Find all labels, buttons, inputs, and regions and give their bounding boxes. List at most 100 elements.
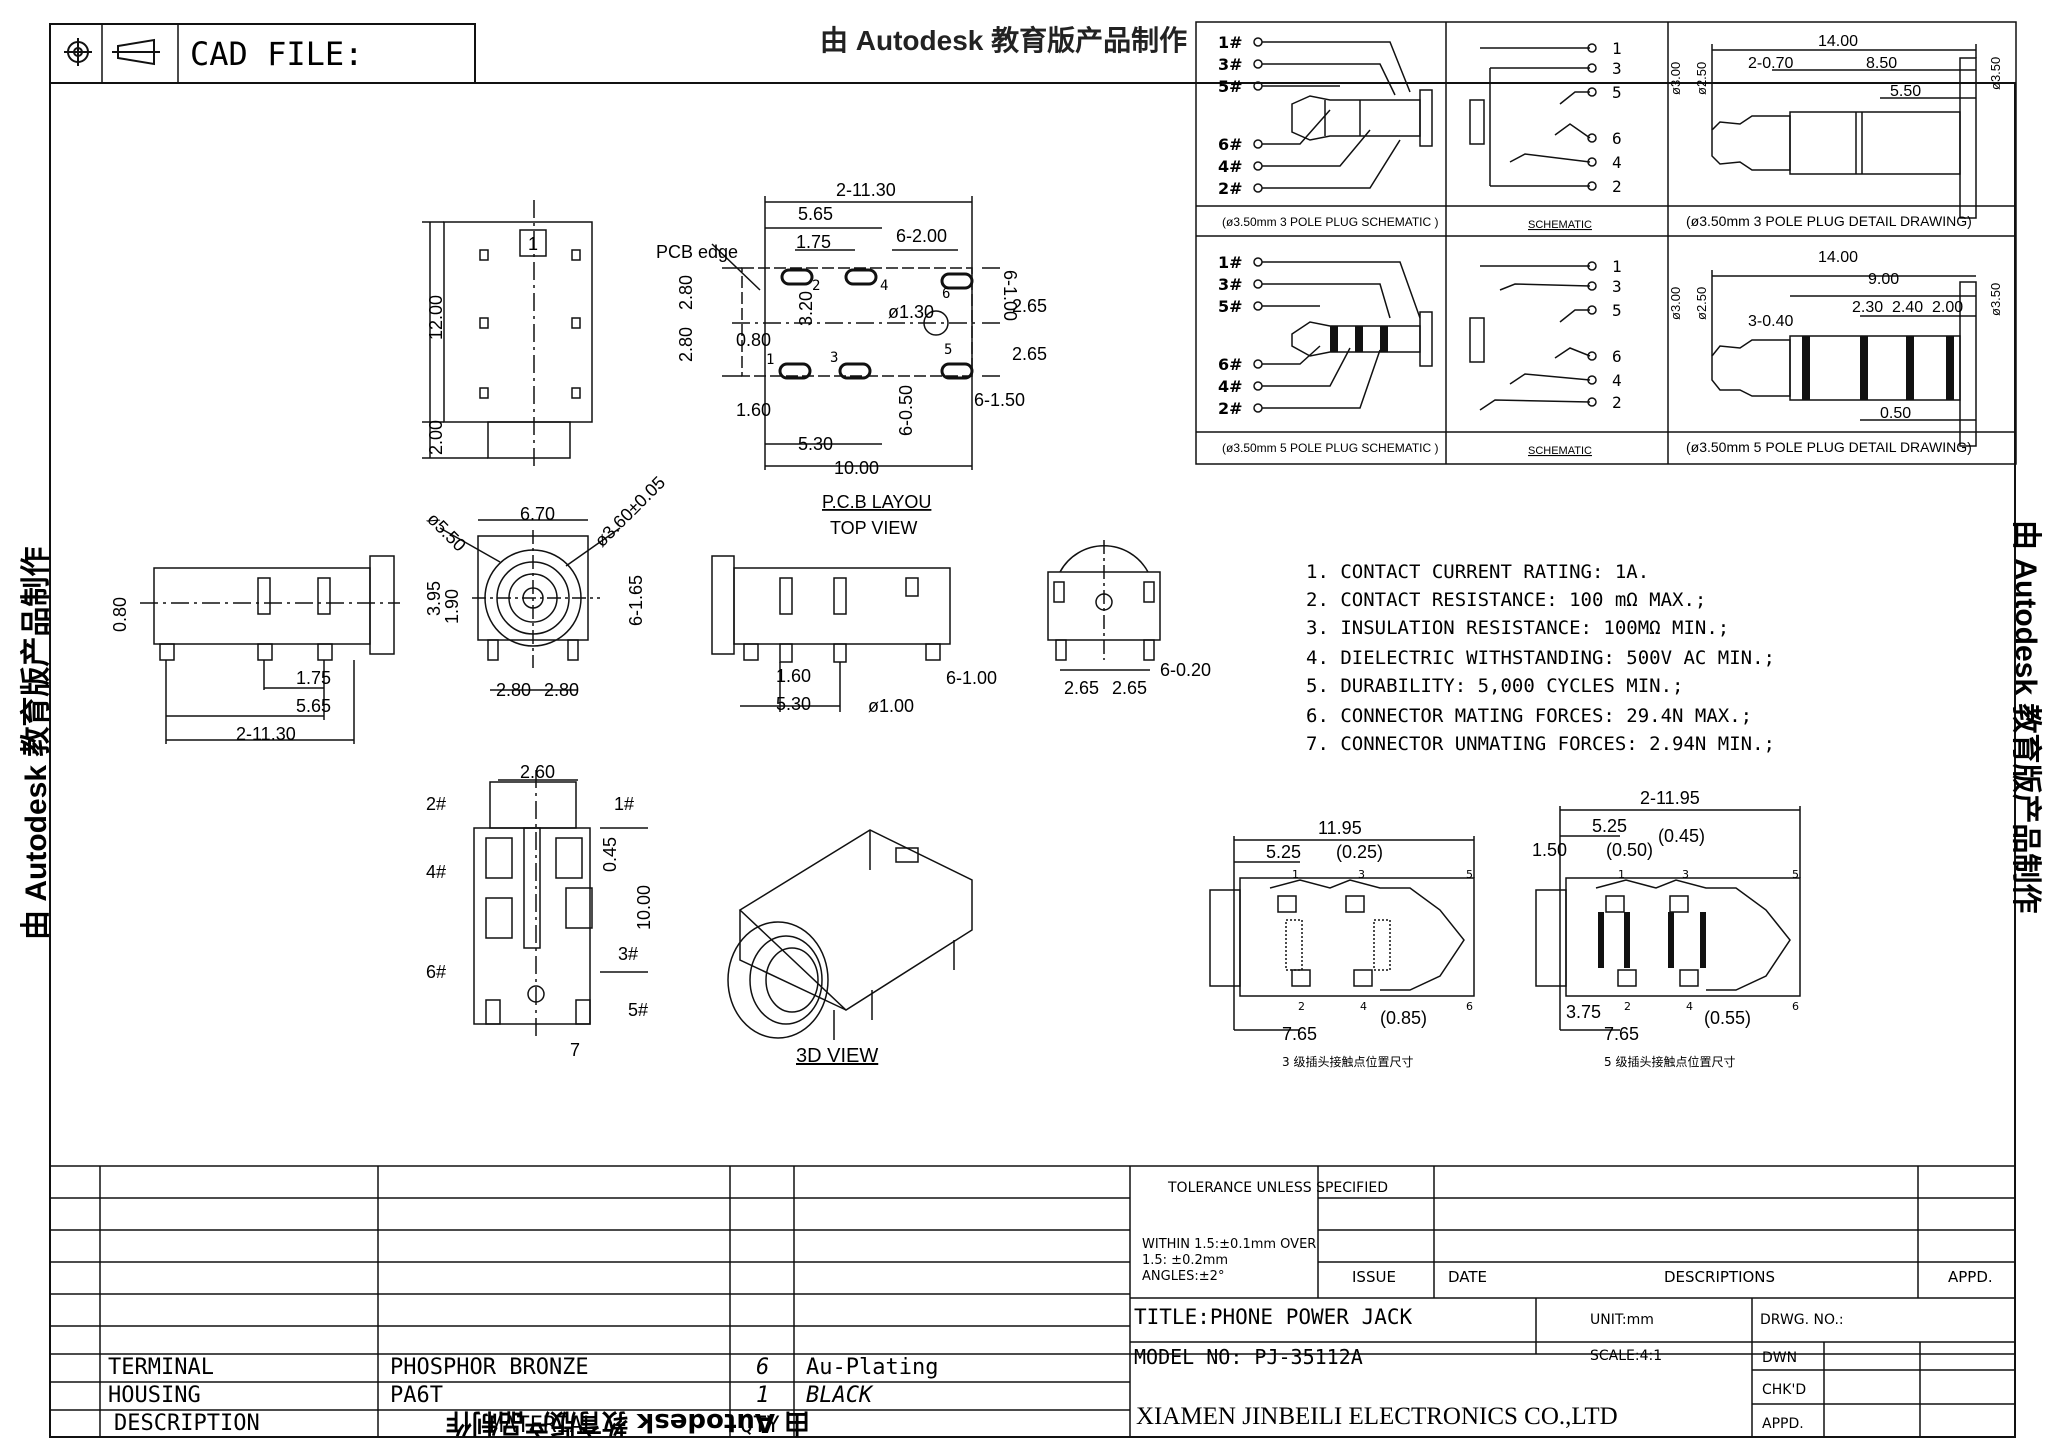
svg-text:1. CONTACT CURRENT RATING:: 1. CONTACT CURRENT RATING: 1A. — [1306, 561, 1649, 583]
section-5pole — [1535, 806, 1801, 1031]
svg-text:BLACK: BLACK — [806, 1383, 874, 1408]
svg-text:5#: 5# — [628, 1000, 648, 1020]
svg-text:ø1.30: ø1.30 — [888, 302, 934, 322]
svg-text:1.5: ±0.2mm: 1.5: ±0.2mm — [1142, 1253, 1228, 1268]
view-3d — [727, 829, 973, 1040]
svg-text:2-11.95: 2-11.95 — [1640, 788, 1700, 808]
svg-text:ø5.50: ø5.50 — [423, 509, 470, 556]
svg-text:4#: 4# — [1218, 157, 1243, 176]
svg-text:1.60: 1.60 — [776, 666, 811, 686]
svg-text:2#: 2# — [426, 794, 446, 814]
svg-text:2.80: 2.80 — [496, 680, 531, 700]
svg-text:8.50: 8.50 — [1866, 55, 1897, 72]
front-view-dims: 6.70 ø5.50 ø3.60±0.05 3.95 1.90 6-1.65 2… — [423, 472, 669, 700]
svg-text:1.75: 1.75 — [796, 232, 831, 252]
bottom-view — [473, 770, 648, 1040]
svg-text:3#: 3# — [618, 944, 638, 964]
svg-text:5.65: 5.65 — [798, 204, 833, 224]
side-view-2-dims: 1.60 5.30 ø1.00 6-1.00 — [776, 666, 997, 716]
svg-text:5: 5 — [944, 342, 952, 358]
svg-text:2.40: 2.40 — [1892, 299, 1923, 316]
circuit-5pole-schematic: 1 3 5 6 4 2 SCHEMATIC — [1469, 257, 1622, 457]
svg-text:5: 5 — [1612, 83, 1622, 102]
svg-text:7. CONNECTOR UNMATING FORCE: 7. CONNECTOR UNMATING FORCES: 2.94N MIN.… — [1306, 733, 1775, 755]
svg-text:1: 1 — [756, 1383, 769, 1408]
svg-text:(0.55): (0.55) — [1704, 1008, 1751, 1028]
svg-text:PCB edge: PCB edge — [656, 242, 738, 262]
plug-3pole-schematic: 1# 3# 5# 6# 4# 2# (ø3.50mm 3 POLE PLUG S… — [1218, 33, 1439, 229]
title-block-grid — [50, 1165, 2015, 1437]
svg-text:1: 1 — [1612, 39, 1622, 58]
svg-text:2.00: 2.00 — [426, 420, 446, 455]
svg-text:7.65: 7.65 — [1282, 1024, 1317, 1044]
svg-text:2: 2 — [1612, 393, 1622, 412]
svg-text:2-11.30: 2-11.30 — [236, 724, 296, 744]
svg-text:QTY: QTY — [740, 1413, 780, 1438]
svg-text:4: 4 — [1360, 1000, 1367, 1013]
svg-text:6-2.00: 6-2.00 — [896, 226, 947, 246]
svg-text:2: 2 — [1624, 1000, 1631, 1013]
svg-text:0.80: 0.80 — [736, 330, 771, 350]
svg-text:1#: 1# — [1218, 33, 1243, 52]
svg-text:2. CONTACT RESISTANCE: 100: 2. CONTACT RESISTANCE: 100 mΩ MAX.; — [1306, 589, 1706, 611]
svg-text:1: 1 — [1292, 868, 1299, 881]
svg-text:PHOSPHOR BRONZE: PHOSPHOR BRONZE — [390, 1355, 589, 1380]
section-3pole-pins: 1 3 5 2 4 6 — [1292, 868, 1473, 1013]
svg-text:5#: 5# — [1218, 297, 1243, 316]
svg-text:14.00: 14.00 — [1818, 249, 1858, 266]
pcb-pads — [778, 268, 974, 380]
svg-text:5: 5 — [1466, 868, 1473, 881]
watermark-right: 由 Autodesk 教育版产品制作 — [2009, 520, 2043, 913]
svg-text:2.80: 2.80 — [676, 275, 696, 310]
svg-text:3. INSULATION RESISTANCE: 1: 3. INSULATION RESISTANCE: 100MΩ MIN.; — [1306, 617, 1729, 639]
svg-text:2.80: 2.80 — [676, 327, 696, 362]
svg-text:MODEL NO: PJ-35112A: MODEL NO: PJ-35112A — [1134, 1345, 1363, 1369]
cad-header-box — [49, 23, 476, 84]
svg-text:6-1.00: 6-1.00 — [946, 668, 997, 688]
svg-text:5: 5 — [1612, 301, 1622, 320]
svg-text:10.00: 10.00 — [834, 458, 879, 478]
plug-3pole-detail: 14.00 2-0.70 8.50 5.50 ø3.00 ø2.50 ø3.50… — [1668, 33, 2003, 229]
svg-text:ø3.00: ø3.00 — [1668, 287, 1683, 320]
svg-text:UNIT:mm: UNIT:mm — [1590, 1312, 1654, 1328]
svg-text:7: 7 — [570, 1040, 580, 1060]
svg-text:1.90: 1.90 — [442, 589, 462, 624]
svg-text:6-1.50: 6-1.50 — [974, 390, 1025, 410]
svg-text:ø3.00: ø3.00 — [1668, 62, 1683, 95]
svg-text:APPD.: APPD. — [1948, 1268, 1993, 1286]
bom-table: TERMINAL PHOSPHOR BRONZE 6 Au-Plating HO… — [108, 1355, 938, 1438]
pcb-dims: PCB edge 2-11.30 5.65 1.75 6-2.00 6-1.00… — [656, 180, 1047, 538]
svg-text:6: 6 — [756, 1355, 769, 1380]
svg-text:4: 4 — [1612, 153, 1622, 172]
svg-text:DWN: DWN — [1762, 1350, 1797, 1366]
section-5pole-dims: 2-11.95 5.25 (0.45) 1.50 (0.50) 3.75 7.6… — [1532, 788, 1751, 1044]
schematic-panel — [1195, 21, 2017, 465]
svg-text:2-0.70: 2-0.70 — [1748, 55, 1793, 72]
svg-text:Au-Plating: Au-Plating — [806, 1355, 938, 1380]
svg-text:1#: 1# — [614, 794, 634, 814]
end-view-dims: 2.65 2.65 6-0.20 — [1064, 660, 1211, 698]
svg-text:3: 3 — [1612, 59, 1622, 78]
svg-text:(ø3.50mm 5 POLE PLUG DETAIL DR: (ø3.50mm 5 POLE PLUG DETAIL DRAWING) — [1686, 439, 1972, 455]
svg-text:ø2.50: ø2.50 — [1694, 287, 1709, 320]
svg-text:5.30: 5.30 — [776, 694, 811, 714]
section-5pole-caption: 5 级插头接触点位置尺寸 — [1604, 1054, 1735, 1069]
svg-text:2.60: 2.60 — [520, 762, 555, 782]
svg-text:APPD.: APPD. — [1762, 1416, 1804, 1432]
svg-text:6: 6 — [1612, 129, 1622, 148]
svg-text:6: 6 — [942, 286, 950, 302]
svg-text:0.80: 0.80 — [110, 597, 130, 632]
svg-text:CHK'D: CHK'D — [1762, 1382, 1806, 1398]
svg-text:(0.45): (0.45) — [1658, 826, 1705, 846]
svg-text:6-0.50: 6-0.50 — [896, 385, 916, 436]
svg-text:2: 2 — [1612, 177, 1622, 196]
svg-text:10.00: 10.00 — [634, 885, 654, 930]
svg-text:XIAMEN JINBEILI ELECTRONICS CO: XIAMEN JINBEILI ELECTRONICS CO.,LTD — [1136, 1403, 1618, 1430]
side-view — [140, 555, 400, 744]
svg-text:1.50: 1.50 — [1532, 840, 1567, 860]
svg-text:2.65: 2.65 — [1012, 296, 1047, 316]
svg-text:4: 4 — [1612, 371, 1622, 390]
front-view — [439, 519, 621, 691]
section-3pole-dims: 11.95 5.25 (0.25) 7.65 (0.85) — [1266, 818, 1427, 1044]
view-3d-caption: 3D VIEW — [796, 1045, 878, 1067]
